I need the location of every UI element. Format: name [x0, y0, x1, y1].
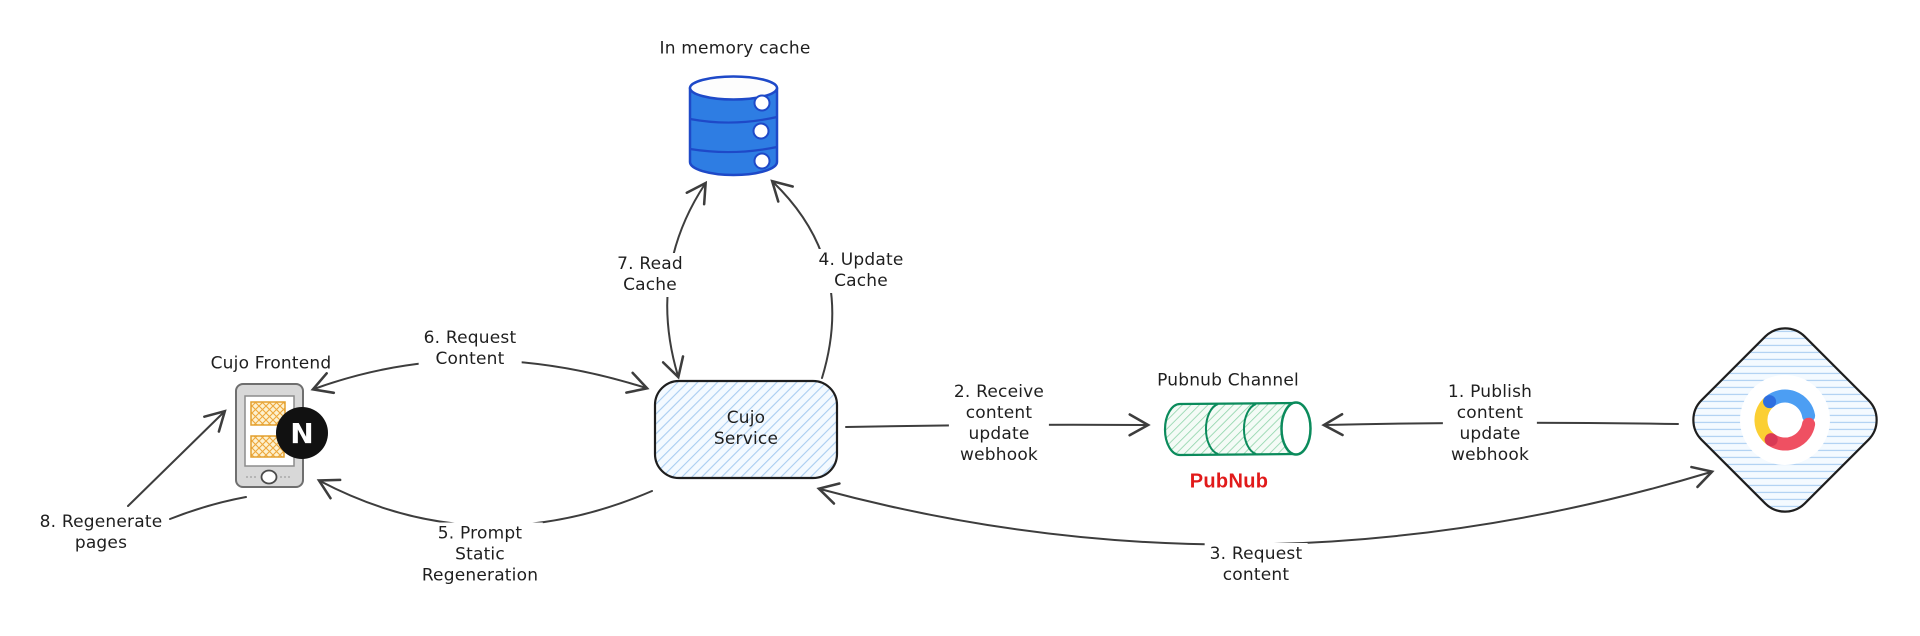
contentful-node: [1692, 327, 1878, 513]
cache-title: In memory cache: [659, 38, 811, 59]
arrow-8-regenerate-pages: [127, 409, 247, 520]
pubnub-channel-icon: [1163, 401, 1312, 457]
cujo-service-node: [653, 379, 839, 480]
contentful-logo-icon: [1754, 389, 1816, 451]
frontend-title: Cujo Frontend: [210, 353, 332, 374]
arrow-label-regenerate-pages: 8. Regenerate pages: [39, 512, 163, 553]
arrow-label-update-cache: 4. Update Cache: [813, 249, 909, 293]
pubnub-brand-logo: PubNub: [1189, 470, 1269, 493]
arrow-label-publish-webhook: 1. Publish content update webhook: [1442, 381, 1538, 467]
arrow-label-request-content-service: 3. Request content: [1204, 543, 1308, 587]
nextjs-letter: N: [290, 417, 313, 450]
pubnub-channel-title: Pubnub Channel: [1157, 370, 1299, 391]
arrow-label-read-cache: 7. Read Cache: [612, 253, 688, 297]
arrow-label-prompt-static-regeneration: 5. Prompt Static Regeneration: [416, 522, 544, 588]
nextjs-logo-icon: N: [276, 407, 328, 459]
arrow-5-prompt-static-regeneration: [316, 478, 653, 527]
arrow-label-receive-webhook: 2. Receive content update webhook: [948, 381, 1050, 467]
arrow-label-request-content-frontend: 6. Request Content: [418, 327, 522, 371]
cujo-service-label: Cujo Service: [713, 408, 779, 449]
cache-cylinder-icon: [688, 75, 779, 177]
